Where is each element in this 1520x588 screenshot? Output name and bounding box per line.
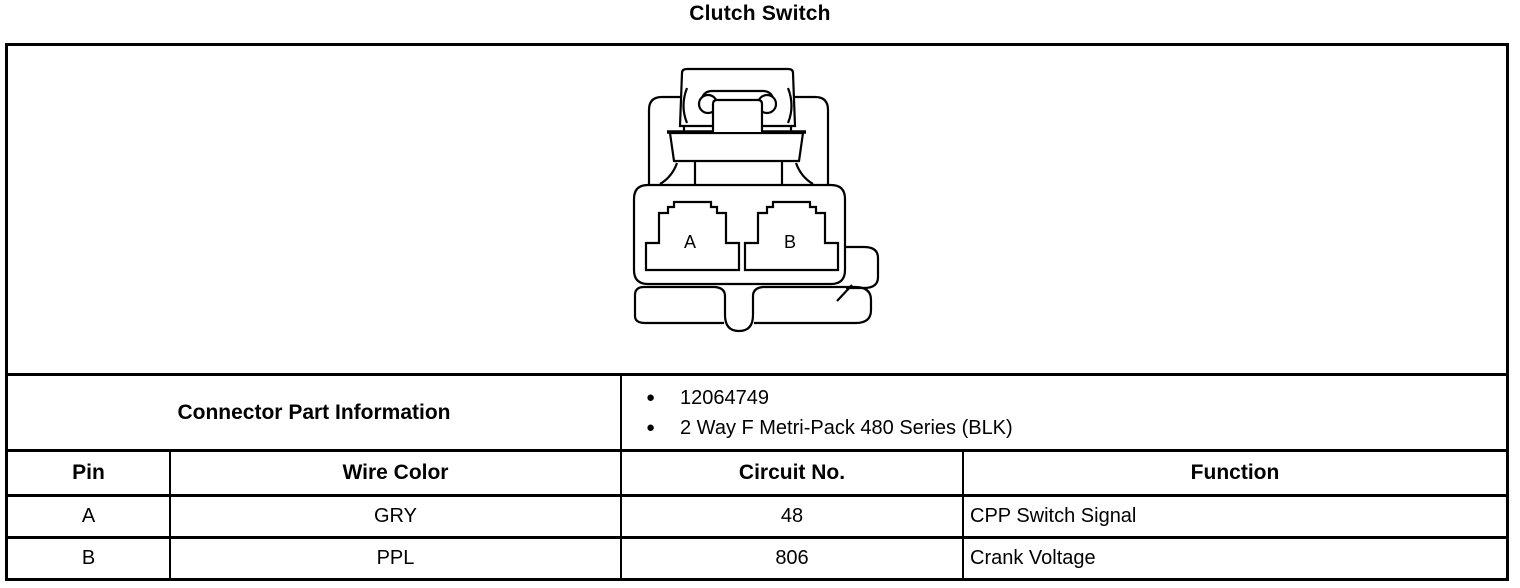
connector-fillet-right: [794, 162, 814, 185]
part-number-text: 12064749: [680, 386, 769, 409]
header-pin: Pin: [8, 452, 171, 494]
part-info-row: Connector Part Information ● 12064749 ● …: [8, 373, 1506, 449]
pin-table-header: Pin Wire Color Circuit No. Function: [8, 449, 1506, 494]
lock-tab-side-curve-right: [786, 87, 793, 124]
lock-tab-side-curve-left: [682, 87, 689, 124]
connector-side-tab: [845, 245, 880, 290]
part-info-values: ● 12064749 ● 2 Way F Metri-Pack 480 Seri…: [622, 376, 1506, 449]
pin-a-label: A: [684, 232, 696, 252]
header-circuit-no: Circuit No.: [622, 452, 964, 494]
cell-pin: A: [8, 497, 171, 536]
connector-fillet-left: [659, 162, 679, 185]
connector-bottom-rail: [633, 285, 873, 333]
part-number-item: ● 12064749: [646, 385, 1506, 411]
content-frame: A B Connector Part Information ● 1206474…: [5, 43, 1509, 581]
latch-tongue: [711, 98, 764, 132]
page-title: Clutch Switch: [689, 2, 831, 25]
cell-circuit-no: 48: [622, 497, 964, 536]
cell-function: CPP Switch Signal: [970, 505, 1137, 527]
diagram-area: A B: [8, 46, 1506, 373]
pin-cavity-b: [743, 200, 840, 272]
connector-type-text: 2 Way F Metri-Pack 480 Series (BLK): [680, 416, 1013, 439]
connector-diagram: A B: [632, 67, 880, 333]
header-function: Function: [1190, 461, 1280, 484]
pin-cavity-a: [644, 200, 741, 272]
cell-wire-color: GRY: [171, 497, 622, 536]
junction-tick: [836, 284, 853, 302]
table-row-b: B PPL 806 Crank Voltage: [8, 536, 1506, 578]
bullet-icon: ●: [646, 388, 656, 406]
connector-type-item: ● 2 Way F Metri-Pack 480 Series (BLK): [646, 415, 1506, 441]
connector-pin-housing: [632, 183, 847, 286]
cell-function: Crank Voltage: [970, 547, 1096, 569]
pin-b-label: B: [784, 232, 796, 252]
table-row-a: A GRY 48 CPP Switch Signal: [8, 494, 1506, 536]
cell-circuit-no: 806: [622, 539, 964, 578]
cell-wire-color: PPL: [171, 539, 622, 578]
connector-flange: [668, 131, 805, 163]
header-wire-color: Wire Color: [171, 452, 622, 494]
bullet-icon: ●: [646, 418, 656, 436]
cell-pin: B: [8, 539, 171, 578]
part-info-label: Connector Part Information: [8, 376, 622, 449]
